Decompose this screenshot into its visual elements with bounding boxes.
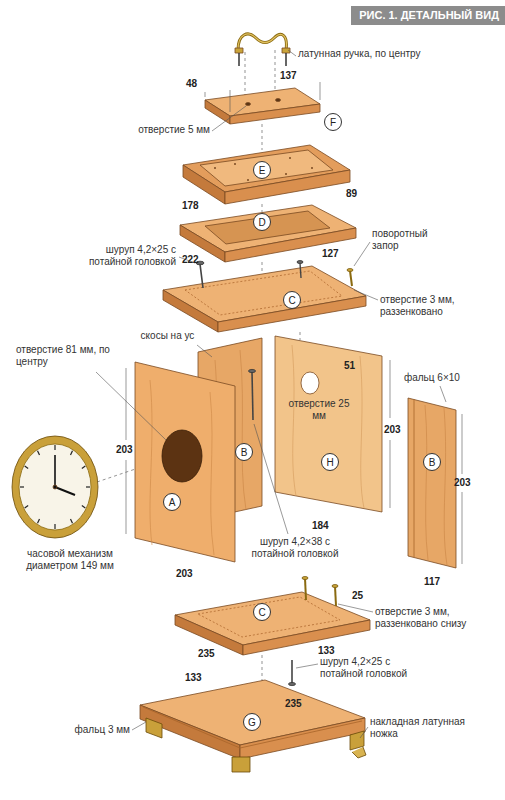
- note-label: шуруп 4,2×25 с потайной головкой: [80, 244, 176, 268]
- part-callout: F: [324, 113, 342, 131]
- note-label: шуруп 4,2×38 с потайной головкой: [245, 536, 345, 560]
- dimension: 127: [322, 248, 339, 260]
- part-callout: C: [283, 291, 301, 309]
- callout-letter: B: [241, 447, 248, 458]
- dimension: 203: [116, 444, 133, 456]
- callout-letter: H: [326, 457, 333, 468]
- dimension: 178: [182, 200, 199, 212]
- callout-letter: D: [258, 217, 265, 228]
- note-label: отверстие 3 мм, раззенковано: [380, 294, 490, 318]
- note-label: поворотный запор: [372, 228, 442, 252]
- part-callout: B: [235, 443, 253, 461]
- dimension: 235: [285, 698, 302, 710]
- dimension: 133: [185, 672, 202, 684]
- part-callout: E: [253, 161, 271, 179]
- clock-tick: [25, 506, 28, 509]
- dimension: 48: [186, 78, 197, 90]
- note-label: отверстие 3 мм, раззенковано снизу: [375, 606, 490, 630]
- note-label: фальц 6×10: [404, 372, 494, 384]
- note-label: отверстие 5 мм: [110, 124, 210, 136]
- callout-letter: E: [259, 165, 266, 176]
- dimension: 184: [312, 520, 329, 532]
- note-label: отверстие 81 мм, по центру: [16, 344, 116, 368]
- clock-tick: [38, 451, 40, 455]
- note-label: накладная латунная ножка: [370, 716, 470, 740]
- note-label: латунная ручка, по центру: [298, 48, 458, 60]
- clock-tick: [38, 519, 40, 523]
- dimension: 89: [346, 188, 357, 200]
- clock-tick: [54, 524, 55, 529]
- note-label: отверстие 25 мм: [288, 398, 350, 422]
- callout-letter: F: [330, 117, 336, 128]
- dimension: 203: [454, 477, 471, 489]
- part-callout: H: [321, 453, 339, 471]
- dimension: 117: [424, 576, 440, 588]
- note-label: скосы на ус: [140, 330, 195, 342]
- part-callout: C: [253, 603, 271, 621]
- clock-tick: [71, 451, 73, 455]
- dimension: 222: [182, 254, 199, 266]
- dimension: 51: [344, 360, 355, 372]
- clock-tick: [20, 486, 24, 487]
- part-callout: A: [163, 493, 181, 511]
- dimension: 203: [384, 424, 401, 436]
- clock-tick: [82, 506, 85, 509]
- dimension: 235: [198, 648, 215, 660]
- callout-letter: A: [169, 497, 176, 508]
- callout-letter: C: [258, 607, 265, 618]
- part-callout: G: [243, 713, 261, 731]
- dimension: 133: [318, 645, 335, 657]
- dimension: 203: [176, 568, 193, 580]
- clock-tick: [54, 445, 55, 450]
- dimension: 25: [352, 590, 363, 602]
- part-callout: D: [253, 213, 271, 231]
- callout-letter: C: [288, 295, 295, 306]
- clock-tick: [71, 519, 73, 523]
- dimension: 137: [280, 70, 297, 82]
- clock-tick: [82, 466, 85, 469]
- figure-title: РИС. 1. ДЕТАЛЬНЫЙ ВИД: [351, 6, 505, 25]
- callout-letter: B: [429, 457, 436, 468]
- callout-letter: G: [248, 717, 256, 728]
- part-callout: B: [423, 453, 441, 471]
- note-label: фальц 3 мм: [60, 724, 130, 736]
- clock-tick: [86, 486, 90, 487]
- clock-tick: [25, 466, 28, 469]
- note-label: шуруп 4,2×25 с потайной головкой: [320, 656, 430, 680]
- note-label: часовой механизм диаметром 149 мм: [4, 548, 136, 572]
